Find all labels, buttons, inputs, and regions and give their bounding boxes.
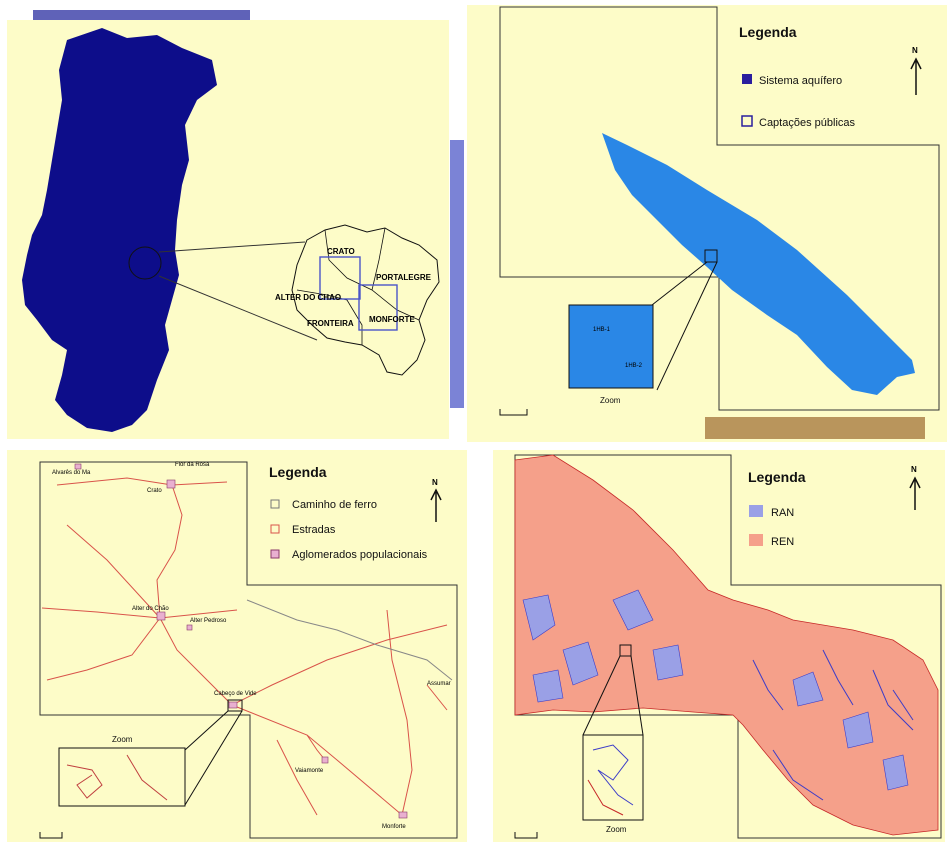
municipal-boundary (296, 289, 363, 345)
legend-title: Legenda (739, 24, 797, 40)
north-label: N (432, 478, 438, 487)
road-network (41, 477, 448, 816)
legend-swatch-ren (749, 534, 763, 546)
settlement-markers (74, 463, 408, 819)
zoom-source-box (227, 699, 243, 712)
railway-line (246, 599, 453, 681)
zoom-road (66, 764, 103, 799)
portugal-shape (22, 28, 217, 432)
label-fronteira: FRONTEIRA (307, 319, 354, 328)
legend-swatch-ran (749, 505, 763, 517)
municipal-boundary (371, 227, 386, 291)
connector-line (158, 275, 318, 341)
side-strip (450, 140, 464, 408)
north-arrow-icon (430, 488, 442, 522)
municipalities-outline (291, 224, 440, 376)
study-area-boundary (39, 461, 458, 839)
aquifer-map: 1HB-1 1HB-2 Zoom Legenda Sistema aquífer… (467, 5, 947, 442)
place-label: Crato (147, 488, 162, 494)
label-alter-do-chao: ALTER DO CHAO (275, 293, 341, 302)
legend-title: Legenda (269, 464, 327, 480)
ren-area (514, 454, 939, 836)
zoom-connector (651, 261, 708, 306)
zoom-label: Zoom (600, 396, 621, 405)
zoom-connector (582, 655, 621, 736)
legend-swatch-aquifer (742, 74, 752, 84)
label-crato: CRATO (327, 247, 355, 256)
scale-bar-icon (514, 832, 538, 839)
legend-title: Legenda (748, 469, 806, 485)
north-label: N (911, 465, 917, 474)
zoom-inset (58, 747, 186, 807)
zoom-feature (587, 779, 624, 816)
legend-ran: RAN (771, 507, 794, 519)
north-arrow-icon (909, 476, 921, 510)
ran-patches (522, 589, 909, 791)
zoom-source-box (704, 249, 718, 263)
label-portalegre: PORTALEGRE (376, 273, 432, 282)
scale-bar-icon (39, 832, 63, 839)
legend-wells: Captações públicas (759, 117, 856, 129)
study-box (319, 256, 361, 300)
place-label: Alvarês do Ma (52, 470, 91, 476)
place-label: Assumar (427, 681, 451, 687)
legend-swatch-railway (270, 499, 280, 509)
portugal-location-map: CRATO PORTALEGRE ALTER DO CHAO FRONTEIRA… (7, 20, 449, 439)
ran-ren-map: Zoom Legenda RAN REN N (493, 450, 945, 842)
legend-railway: Caminho de ferro (292, 499, 377, 511)
label-monforte: MONFORTE (369, 315, 415, 324)
zoom-label: Zoom (112, 735, 133, 744)
zoom-connector (184, 710, 243, 806)
title-strip (33, 10, 250, 20)
legend-settlements: Aglomerados populacionais (292, 549, 428, 561)
zoom-road (126, 754, 168, 801)
north-arrow-icon (910, 57, 922, 95)
study-area-circle (128, 246, 162, 280)
zoom-feature (592, 744, 634, 806)
zoom-connector (630, 655, 644, 736)
study-area-boundary (514, 454, 942, 839)
study-box (358, 284, 398, 331)
footer-strip (705, 417, 925, 439)
zoom-connector (656, 261, 718, 391)
zoom-inset (582, 734, 644, 821)
ran-lines (752, 649, 914, 801)
legend-ren: REN (771, 536, 794, 548)
study-area-boundary (499, 6, 940, 411)
legend-swatch-wells (741, 115, 753, 127)
roads-map: Alvarês do Ma Flor da Rosa Crato Alter d… (7, 450, 467, 842)
legend-swatch-roads (270, 524, 280, 534)
place-label: Vaiamonte (295, 768, 324, 774)
zoom-label: Zoom (606, 825, 627, 834)
place-label: Alter Pedroso (190, 618, 227, 624)
place-label: Monforte (382, 824, 406, 830)
zoom-point-label: 1HB-1 (593, 327, 611, 333)
legend-roads: Estradas (292, 524, 336, 536)
place-label: Alter do Chão (132, 606, 169, 612)
zoom-point-label: 1HB-2 (625, 363, 643, 369)
legend-aquifer: Sistema aquífero (759, 75, 842, 87)
legend-swatch-settlements (270, 549, 280, 559)
zoom-source-box (619, 644, 632, 657)
aquifer-shape (602, 133, 915, 395)
zoom-connector (184, 710, 229, 751)
north-label: N (912, 46, 918, 55)
scale-bar-icon (499, 409, 528, 416)
zoom-inset (568, 304, 654, 389)
place-label: Flor da Rosa (175, 462, 210, 468)
connector-line (158, 241, 306, 253)
place-label: Cabeço de Vide (214, 691, 257, 697)
